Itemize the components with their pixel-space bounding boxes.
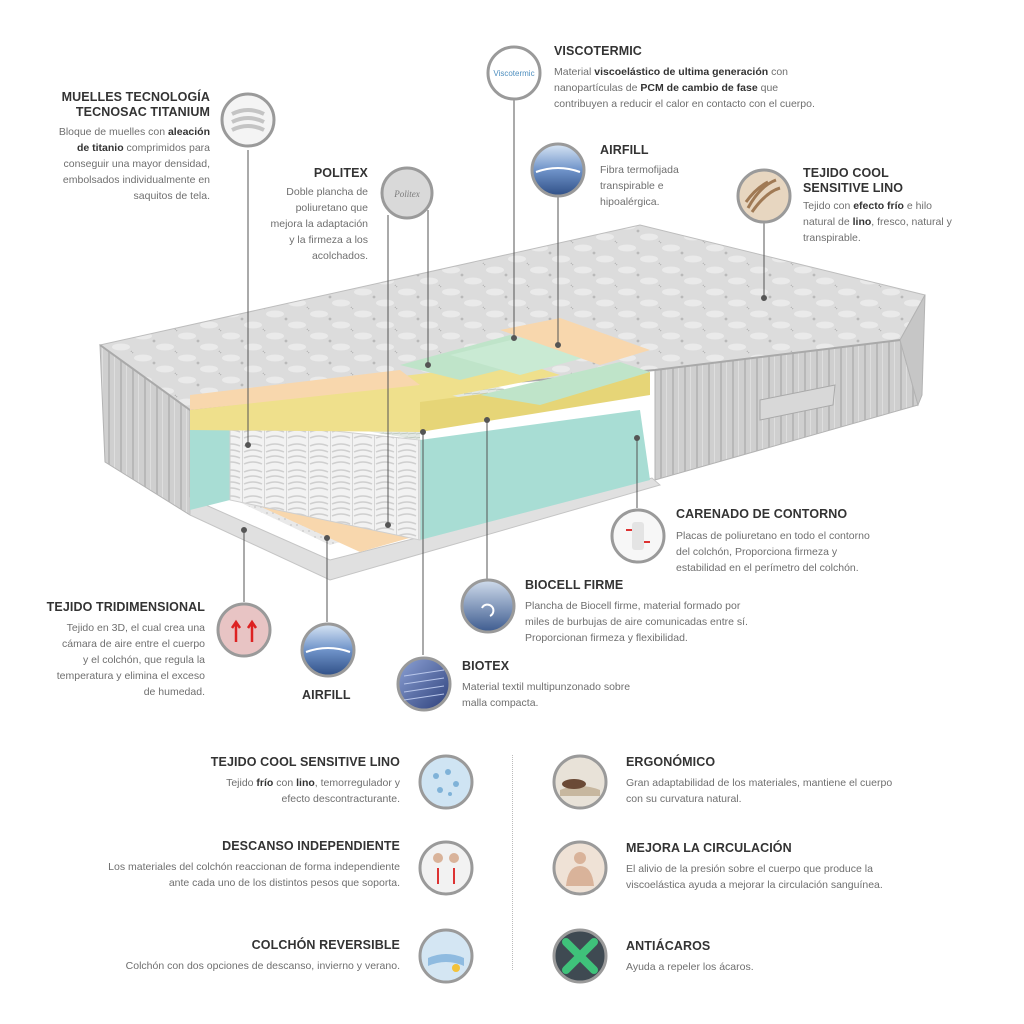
- feature-antiacaros-description: Ayuda a repeler los ácaros.: [626, 959, 956, 975]
- feature-circulacion-description: El alivio de la presión sobre el cuerpo …: [626, 861, 956, 893]
- description-line: Ayuda a repeler los ácaros.: [626, 961, 754, 973]
- feature-ergonomico-title: ERGONÓMICO: [626, 755, 716, 769]
- description-line: malla compacta.: [462, 697, 539, 709]
- description-line: de titanio comprimidos para: [76, 142, 210, 154]
- feature-circulacion-title: MEJORA LA CIRCULACIÓN: [626, 841, 792, 855]
- description-line: cámara de aire entre el cuerpo: [62, 638, 205, 650]
- politex-fabric-icon: Politex: [380, 166, 434, 220]
- politex-title: POLITEX: [313, 166, 368, 180]
- description-line: Material textil multipunzonado sobre: [462, 681, 631, 693]
- 3d-fabric-icon: [216, 602, 272, 658]
- muelles-description: Bloque de muelles con aleación de titanio…: [10, 124, 210, 204]
- description-line: Los materiales del colchón reaccionan de…: [108, 861, 400, 873]
- description-line: estabilidad en el perímetro del colchón.: [676, 562, 859, 574]
- feature-divider: [512, 755, 513, 970]
- tejido-3d-title: TEJIDO TRIDIMENSIONAL: [46, 600, 205, 614]
- description-line: viscoelástica ayuda a mejorar la circula…: [626, 879, 883, 891]
- description-line: Proporcionan firmeza y flexibilidad.: [525, 632, 688, 644]
- feature-descanso-title: DESCANSO INDEPENDIENTE: [222, 839, 400, 853]
- description-line: Bloque de muelles con aleación: [58, 126, 210, 138]
- description-line: Placas de poliuretano en todo el contorn…: [676, 530, 870, 542]
- contour-support-icon: [610, 508, 666, 564]
- carenado-description: Placas de poliuretano en todo el contorn…: [676, 528, 916, 576]
- description-line: mejora la adaptación: [270, 218, 368, 230]
- description-line: con su curvatura natural.: [626, 793, 742, 805]
- muelles-title: MUELLES TECNOLOGÍA TECNOSAC TITANIUM: [61, 90, 210, 119]
- description-line: efecto descontracturante.: [281, 793, 401, 805]
- tejido-cool-description: Tejido con efecto frío e hilo natural de …: [803, 198, 983, 246]
- description-line: El alivio de la presión sobre el cuerpo …: [626, 863, 873, 875]
- viscotermic-logo-icon: Viscotermic: [486, 45, 542, 101]
- airfill-top-description: Fibra termofijada transpirable e hipoalérg…: [600, 162, 720, 210]
- description-line: Doble plancha de: [286, 186, 368, 198]
- biotex-title: BIOTEX: [462, 659, 510, 673]
- description-line: y la firmeza a los: [289, 234, 368, 246]
- feature-reversible-title: COLCHÓN REVERSIBLE: [251, 938, 400, 952]
- description-line: poliuretano que: [295, 202, 368, 214]
- description-line: Tejido frío con lino, temorregulador y: [226, 777, 400, 789]
- carenado-title: CARENADO DE CONTORNO: [676, 507, 848, 521]
- description-line: Material viscoelástico de ultima generac…: [554, 66, 789, 78]
- biocell-bubbles-icon: [460, 578, 516, 634]
- linen-fibre-icon: [736, 168, 792, 224]
- description-line: embolsados individualmente en: [62, 174, 210, 186]
- airfill-top-title: AIRFILL: [600, 143, 649, 157]
- description-line: y el colchón, que regula la: [83, 654, 205, 666]
- description-line: Tejido en 3D, el cual crea una: [66, 622, 205, 634]
- ergonomic-body-icon: [552, 754, 608, 810]
- description-line: Gran adaptabilidad de los materiales, ma…: [626, 777, 893, 789]
- cool-fabric-icon: [418, 754, 474, 810]
- viscotermic-title: VISCOTERMIC: [554, 44, 642, 58]
- biocell-description: Plancha de Biocell firme, material forma…: [525, 598, 785, 646]
- biocell-title: BIOCELL FIRME: [525, 578, 624, 592]
- feature-cool-lino-title: TEJIDO COOL SENSITIVE LINO: [210, 755, 400, 769]
- description-line: Tejido con efecto frío e hilo: [803, 200, 932, 212]
- description-line: de humedad.: [143, 686, 205, 698]
- politex-description: Doble plancha de poliuretano que mejora la…: [208, 184, 368, 264]
- feature-ergonomico-description: Gran adaptabilidad de los materiales, ma…: [626, 775, 956, 807]
- feature-descanso-description: Los materiales del colchón reaccionan de…: [60, 859, 400, 891]
- description-line: saquitos de tela.: [133, 190, 210, 202]
- feature-antiacaros-title: ANTIÁCAROS: [626, 939, 711, 953]
- independent-rest-icon: [418, 840, 474, 896]
- description-line: acolchados.: [311, 250, 368, 262]
- description-line: Plancha de Biocell firme, material forma…: [525, 600, 741, 612]
- description-line: temperatura y elimina el exceso: [56, 670, 205, 682]
- feature-reversible-description: Colchón con dos opciones de descanso, in…: [60, 958, 400, 974]
- svg-text:Viscotermic: Viscotermic: [493, 69, 534, 78]
- airfill-bottom-wave-icon: [300, 622, 356, 678]
- airfill-wave-icon: [530, 142, 586, 198]
- spring-coil-icon: [220, 92, 276, 148]
- description-line: contribuyen a reducir el calor en contac…: [554, 98, 815, 110]
- description-line: transpirable e: [600, 180, 664, 192]
- biotex-description: Material textil multipunzonado sobre mall…: [462, 679, 682, 711]
- svg-text:Politex: Politex: [393, 189, 420, 199]
- description-line: conseguir una mayor densidad,: [63, 158, 210, 170]
- biotex-textile-icon: [396, 656, 452, 712]
- description-line: nanopartículas de PCM de cambio de fase …: [554, 82, 779, 94]
- feature-cool-lino-description: Tejido frío con lino, temorregulador y ef…: [80, 775, 400, 807]
- tejido-3d-description: Tejido en 3D, el cual crea una cámara de …: [5, 620, 205, 700]
- antimite-x-icon: [552, 928, 608, 984]
- description-line: transpirable.: [803, 232, 861, 244]
- description-line: miles de burbujas de aire comunicadas en…: [525, 616, 748, 628]
- description-line: ante cada uno de los distintos pesos que…: [168, 877, 400, 889]
- circulation-back-icon: [552, 840, 608, 896]
- description-line: Fibra termofijada: [600, 164, 679, 176]
- reversible-mattress-icon: [418, 928, 474, 984]
- viscotermic-description: Material viscoelástico de ultima generac…: [554, 64, 854, 112]
- airfill-bottom-title: AIRFILL: [302, 688, 351, 702]
- tejido-cool-title: TEJIDO COOL SENSITIVE LINO: [803, 166, 904, 195]
- description-line: hipoalérgica.: [600, 196, 660, 208]
- description-line: natural de lino, fresco, natural y: [803, 216, 952, 228]
- description-line: del colchón, Proporciona firmeza y: [676, 546, 838, 558]
- description-line: Colchón con dos opciones de descanso, in…: [125, 960, 400, 972]
